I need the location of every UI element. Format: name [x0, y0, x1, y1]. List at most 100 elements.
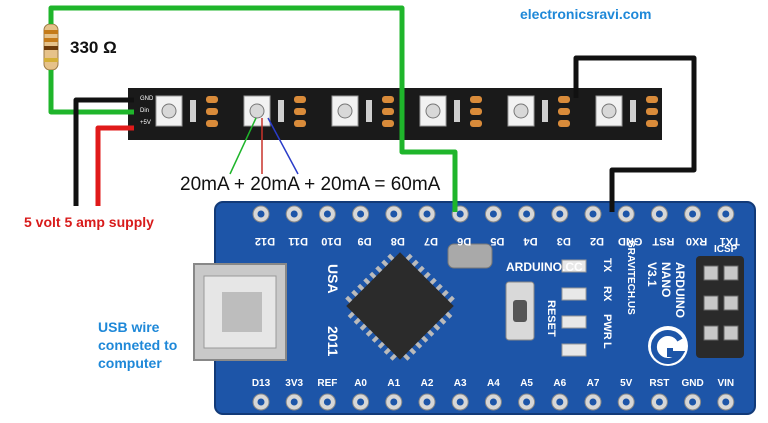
top-pin-label: D3 [557, 235, 571, 247]
bottom-pin-label: A4 [487, 378, 500, 389]
strip-pad [382, 96, 394, 103]
strip-pad [646, 96, 658, 103]
site-label: electronicsravi.com [520, 6, 652, 22]
bottom-pin-label: REF [317, 378, 337, 389]
model-label: V3.1 [645, 262, 659, 287]
status-led [561, 315, 587, 329]
strip-pad [294, 108, 306, 115]
status-led [561, 343, 587, 357]
current-equation-label: 20mA + 20mA + 20mA = 60mA [180, 174, 441, 195]
strip-pad [470, 108, 482, 115]
icsp-pin [703, 265, 719, 281]
strip-capacitor [542, 100, 548, 122]
led-strip: GND Din +5V [128, 88, 662, 140]
top-pin-label: D11 [288, 235, 308, 247]
led-lens-icon [161, 103, 177, 119]
bottom-pin-label: A3 [454, 378, 467, 389]
current-arrow-blue [267, 117, 299, 175]
strip-pad [294, 120, 306, 127]
bottom-pin-label: D13 [252, 378, 271, 389]
bottom-pin-label: GND [681, 378, 703, 389]
icsp-pin [723, 325, 739, 341]
status-led-label: TX [601, 258, 613, 273]
icsp-pin [703, 325, 719, 341]
led-lens-icon [425, 103, 441, 119]
strip-pad [558, 120, 570, 127]
crystal [447, 243, 493, 269]
strip-pad [206, 96, 218, 103]
bottom-pin-label: RST [649, 378, 669, 389]
strip-pad [294, 96, 306, 103]
top-pin-label: D2 [590, 235, 604, 247]
top-pin-label: D12 [255, 235, 275, 247]
icsp-pin [703, 295, 719, 311]
supply-5v-wire [95, 125, 134, 206]
top-pin-label: D5 [490, 235, 504, 247]
bottom-pin-label: 5V [620, 378, 633, 389]
bottom-pin-label: VIN [717, 378, 734, 389]
top-pin-label: D9 [358, 235, 372, 247]
led-lens-icon [601, 103, 617, 119]
resistor-value-label: 330 Ω [70, 38, 117, 57]
icsp-pin [723, 295, 739, 311]
icsp-label: ICSP [714, 244, 738, 255]
icsp-pin [723, 265, 739, 281]
status-led [561, 259, 587, 273]
supply-gnd-wire [73, 97, 134, 206]
bottom-pin-label: 3V3 [285, 378, 303, 389]
top-pin-label: D10 [321, 235, 341, 247]
strip-pad-label: +5V [140, 120, 151, 126]
current-arrow-green [229, 117, 257, 175]
model-label: ARDUINO [673, 262, 687, 318]
strip-pad [206, 120, 218, 127]
strip-pad-label: GND [140, 96, 154, 102]
status-led-label: PWR [601, 314, 613, 340]
bottom-pin-label: A7 [587, 378, 600, 389]
wires [48, 5, 697, 212]
strip-capacitor [454, 100, 460, 122]
resistor [43, 23, 59, 71]
led-lens-icon [513, 103, 529, 119]
strip-pad [382, 120, 394, 127]
bottom-pin-label: A6 [553, 378, 566, 389]
reset-label: RESET [545, 300, 557, 337]
strip-capacitor [190, 100, 196, 122]
status-led-label: L [601, 342, 613, 349]
strip-pad [382, 108, 394, 115]
strip-capacitor [278, 100, 284, 122]
top-pin-label: D8 [391, 235, 405, 247]
brand-label: ARDUINO.CC [506, 260, 583, 274]
top-pin-label: RST [652, 235, 674, 247]
top-pin-label: D4 [523, 235, 538, 247]
year-label: 2011 [325, 326, 341, 357]
maker-label: GRAVITECH.US [625, 240, 636, 315]
top-pin-label: RX0 [686, 235, 707, 247]
strip-pad [470, 96, 482, 103]
top-pin-label: GND [618, 235, 643, 247]
led-lens-icon [249, 103, 265, 119]
strip-pad [646, 120, 658, 127]
strip-pad-label: Din [140, 108, 149, 114]
strip-capacitor [630, 100, 636, 122]
bottom-pin-label: A5 [520, 378, 533, 389]
supply-label: 5 volt 5 amp supply [24, 214, 154, 230]
top-pin-label: TX1 [720, 235, 740, 247]
strip-capacitor [366, 100, 372, 122]
country-label: USA [325, 264, 341, 294]
bottom-pin-label: A2 [421, 378, 434, 389]
usb-label: USB wire conneted to computer [98, 319, 178, 371]
data-wire-green [48, 5, 458, 212]
model-label: NANO [659, 262, 673, 297]
led-lens-icon [337, 103, 353, 119]
strip-pad [470, 120, 482, 127]
strip-pad [646, 108, 658, 115]
top-pin-label: D7 [424, 235, 438, 247]
strip-pad [558, 108, 570, 115]
bottom-pin-label: A1 [387, 378, 400, 389]
strip-pad [206, 108, 218, 115]
status-led-label: RX [601, 286, 613, 302]
bottom-pin-label: A0 [354, 378, 367, 389]
strip-pad [558, 96, 570, 103]
